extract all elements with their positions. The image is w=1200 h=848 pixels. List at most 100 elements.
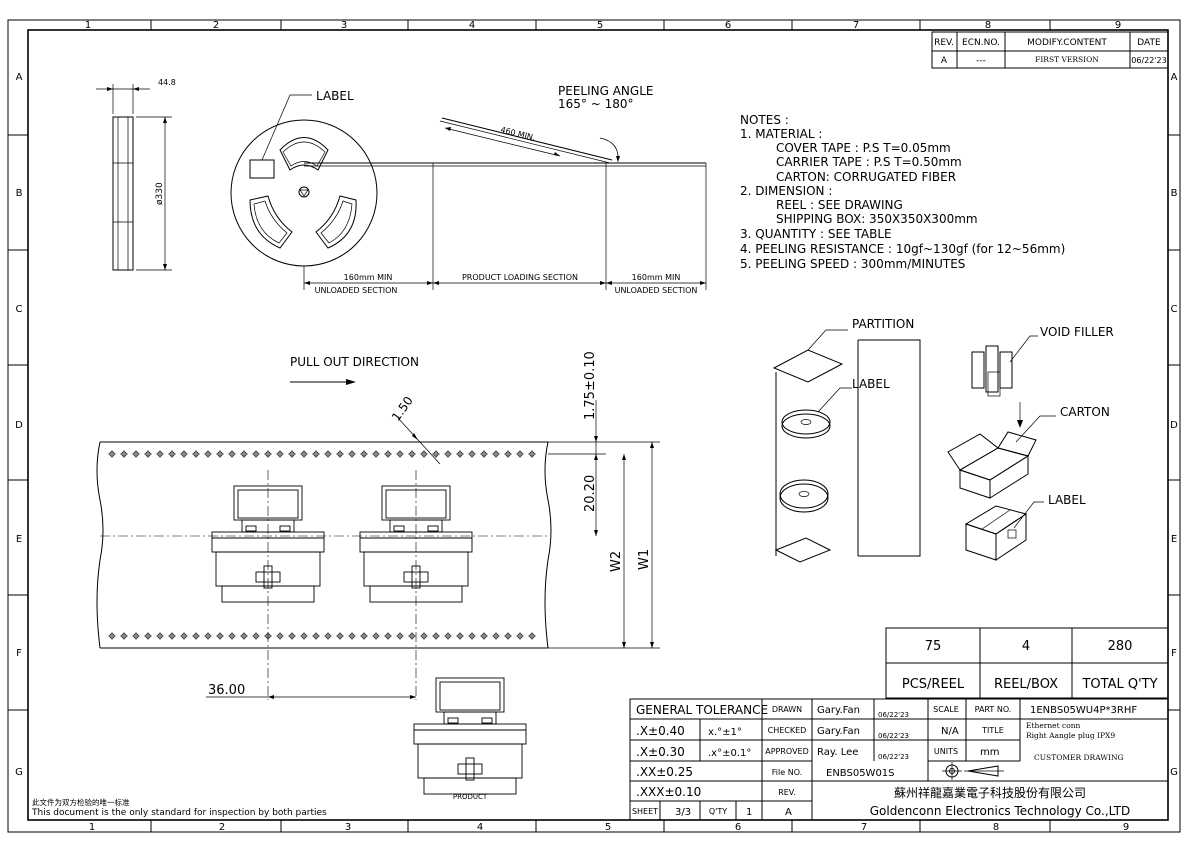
note-line-9: 4. PEELING RESISTANCE : 10gf~130gf (for … xyxy=(740,242,1065,256)
peeling-angle-range: 165° ~ 180° xyxy=(558,97,634,111)
qty-label-reel-box: REEL/BOX xyxy=(994,677,1058,692)
title-label: TITLE xyxy=(981,726,1004,735)
tol-2: .X±0.30 xyxy=(636,745,685,759)
qty-label: Q'TY xyxy=(709,807,727,816)
rev-header-date: DATE xyxy=(1137,38,1161,48)
hole-offset-dim: 1.75±0.10 xyxy=(583,351,598,420)
reel-front-view: LABEL xyxy=(230,89,378,267)
footer-cn: 此文件为双方检验的唯一标准 xyxy=(32,797,130,807)
sheet-label: SHEET xyxy=(632,807,658,816)
col-label-bottom-2: 2 xyxy=(219,822,225,833)
note-line-4: CARTON: CORRUGATED FIBER xyxy=(776,170,956,184)
note-line-10: 5. PEELING SPEED : 300mm/MINUTES xyxy=(740,257,965,271)
row-label-right-d: D xyxy=(1170,420,1178,431)
carrier-tape: PULL OUT DIRECTION 1.50 1.75±0.10 20.20 … xyxy=(96,351,660,700)
sheet-value: 3/3 xyxy=(675,807,691,818)
row-label-left-b: B xyxy=(16,188,23,199)
title-line-1: Ethernet conn xyxy=(1026,721,1081,730)
left-section-length: 160mm MIN xyxy=(344,273,393,282)
qty-reel-box: 4 xyxy=(1022,639,1030,654)
title-line-2: Right Aangle plug IPX9 xyxy=(1026,731,1115,740)
pitch-center-dim: 20.20 xyxy=(583,475,598,512)
rev-label: REV. xyxy=(778,788,796,797)
qty-value: 1 xyxy=(746,807,752,818)
reel-side-view: 44.8 ø330 xyxy=(96,78,176,271)
w2-dim: W2 xyxy=(609,551,624,572)
note-line-7: SHIPPING BOX: 350X350X300mm xyxy=(776,212,978,226)
qty-pcs-reel: 75 xyxy=(925,639,942,654)
col-label-top-8: 8 xyxy=(985,20,991,31)
rev-row-content: FIRST VERSION xyxy=(1035,55,1099,64)
col-label-bottom-8: 8 xyxy=(993,822,999,833)
col-label-top-6: 6 xyxy=(725,20,731,31)
row-label-right-e: E xyxy=(1171,534,1177,545)
ang-tol-2: .x°±0.1° xyxy=(708,748,751,759)
scale-value: N/A xyxy=(941,726,959,737)
row-label-right-a: A xyxy=(1171,72,1178,83)
peeling-angle-title: PEELING ANGLE xyxy=(558,84,653,98)
approved-name: Ray. Lee xyxy=(817,747,858,758)
title-block: GENERAL TOLERANCE .X±0.40 .X±0.30 .XX±0.… xyxy=(629,698,1169,821)
row-label-left-c: C xyxy=(16,304,23,315)
note-line-3: CARRIER TAPE : P.S T=0.50mm xyxy=(776,155,962,169)
row-label-left-d: D xyxy=(15,420,23,431)
right-section-length: 160mm MIN xyxy=(632,273,681,282)
sprocket-holes-top xyxy=(108,450,536,458)
carton-label-callout: LABEL xyxy=(1048,493,1086,507)
partition-callout: PARTITION xyxy=(852,317,914,331)
units-label: UNITS xyxy=(934,747,958,756)
approved-date: 06/22'23 xyxy=(878,753,909,761)
carton-callout: CARTON xyxy=(1060,405,1110,419)
company-name-cn: 蘇州祥龍嘉業電子科技股份有限公司 xyxy=(894,785,1086,800)
row-label-right-g: G xyxy=(1170,767,1178,778)
col-label-top-9: 9 xyxy=(1115,20,1121,31)
tol-1: .X±0.40 xyxy=(636,724,685,738)
ang-tol-1: x.°±1° xyxy=(708,727,742,738)
col-label-top-1: 1 xyxy=(85,20,91,31)
product-connector xyxy=(413,677,527,795)
pull-out-direction: PULL OUT DIRECTION xyxy=(290,355,419,369)
approved-label: APPROVED xyxy=(765,747,809,756)
qty-label-pcs-reel: PCS/REEL xyxy=(902,677,965,692)
col-label-bottom-6: 6 xyxy=(735,822,741,833)
right-section-name: UNLOADED SECTION xyxy=(615,286,698,295)
col-label-bottom-7: 7 xyxy=(861,822,867,833)
connector-pocket-2 xyxy=(359,485,473,603)
notes: NOTES : 1. MATERIAL : COVER TAPE : P.S T… xyxy=(740,113,1065,271)
tol-4: .XXX±0.10 xyxy=(636,785,701,799)
col-label-bottom-1: 1 xyxy=(89,822,95,833)
part-no-value: 1ENBS05WU4P*3RHF xyxy=(1030,705,1137,716)
hole-diameter-dim: 1.50 xyxy=(389,394,416,424)
reel-diameter-dim: ø330 xyxy=(155,182,165,205)
part-no-label: PART NO. xyxy=(975,705,1012,714)
rev-row-ecn: --- xyxy=(976,56,986,66)
row-label-left-f: F xyxy=(16,648,22,659)
reel-width-dim: 44.8 xyxy=(158,78,176,87)
col-label-top-3: 3 xyxy=(341,20,347,31)
note-line-1: 1. MATERIAL : xyxy=(740,127,822,141)
row-label-right-b: B xyxy=(1171,188,1178,199)
general-tolerance: GENERAL TOLERANCE xyxy=(636,703,768,717)
row-label-left-e: E xyxy=(16,534,22,545)
col-label-bottom-5: 5 xyxy=(605,822,611,833)
rev-value: A xyxy=(785,807,792,818)
rev-header-content: MODIFY.CONTENT xyxy=(1027,38,1107,48)
drawn-label: DRAWN xyxy=(772,705,802,714)
rev-row-rev: A xyxy=(941,56,948,66)
col-label-bottom-3: 3 xyxy=(345,822,351,833)
col-label-bottom-9: 9 xyxy=(1123,822,1129,833)
file-no-value: ENBS05W01S xyxy=(826,768,895,779)
checked-date: 06/22'23 xyxy=(878,732,909,740)
rev-row-date: 06/22'23 xyxy=(1131,56,1166,65)
rev-header-ecn: ECN.NO. xyxy=(962,38,1000,48)
rev-header-rev: REV. xyxy=(934,38,954,48)
projection-symbol-icon xyxy=(942,762,1004,780)
drawn-date: 06/22'23 xyxy=(878,711,909,719)
customer-drawing: CUSTOMER DRAWING xyxy=(1034,753,1124,762)
drawn-name: Gary.Fan xyxy=(817,705,860,716)
notes-title: NOTES : xyxy=(740,113,789,127)
note-line-6: REEL : SEE DRAWING xyxy=(776,198,903,212)
footer-en: This document is the only standard for i… xyxy=(31,808,327,818)
row-label-left-g: G xyxy=(15,767,23,778)
